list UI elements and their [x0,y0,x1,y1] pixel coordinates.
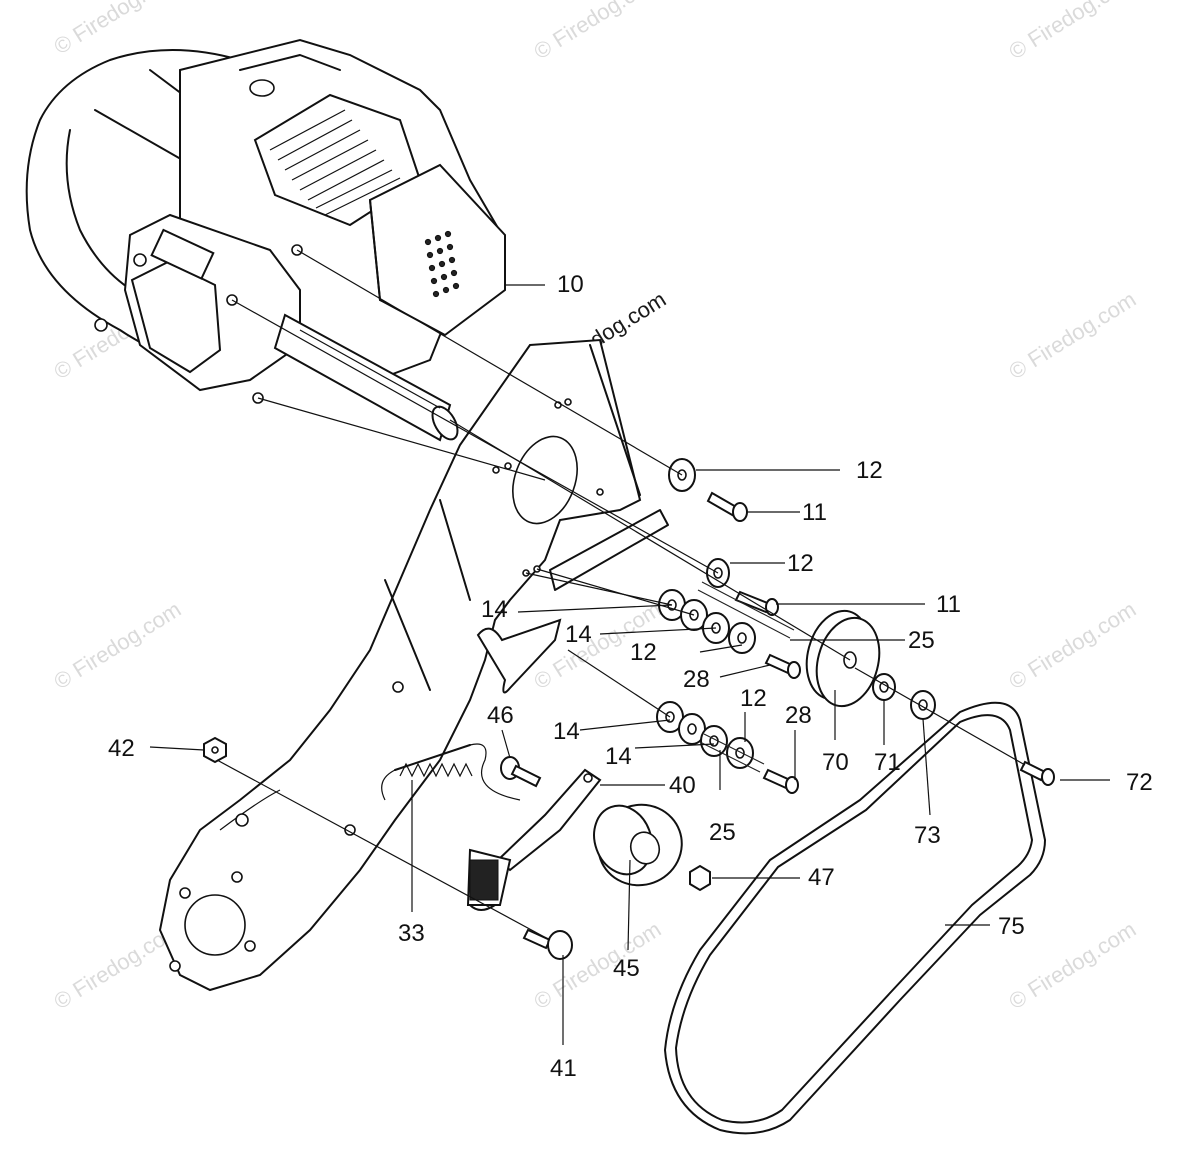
callout-28: 28 [683,666,710,693]
callout-14: 14 [553,718,580,745]
watermark: © Firedog.com [1004,916,1140,1014]
callout-71: 71 [874,749,901,776]
tension-spring [381,743,521,801]
watermark: © Firedog.com [1004,286,1140,384]
watermark: © Firedog.com [49,596,185,694]
idler-pulley [593,803,683,887]
watermark: © Firedog.com [529,916,665,1014]
callout-45: 45 [613,955,640,982]
callout-70: 70 [822,749,849,776]
callout-14: 14 [565,621,592,648]
callout-11: 11 [802,499,827,526]
callout-46: 46 [487,702,514,729]
hardware [203,458,1055,960]
callout-12: 12 [787,550,814,577]
idler-arm [466,768,602,911]
callout-25: 25 [908,627,935,654]
engine-pulley [805,609,881,708]
engine [25,38,506,442]
callout-12: 12 [740,685,767,712]
callout-14: 14 [481,596,508,623]
callout-72: 72 [1126,769,1153,796]
callout-73: 73 [914,822,941,849]
callout-41: 41 [550,1055,577,1082]
cylinder-fins [253,93,422,227]
crankshaft [273,313,459,442]
watermark: © Firedog.com [1004,0,1140,64]
callout-40: 40 [669,772,696,799]
watermark: © Firedog.com [529,0,665,64]
callout-47: 47 [808,864,835,891]
callouts: 10 12 11 12 11 14 14 25 12 28 46 12 28 1… [108,271,1153,1082]
callout-11: 11 [936,591,961,618]
air-filter [368,163,506,337]
callout-12: 12 [856,457,883,484]
leader-lines [149,249,1110,1045]
callout-33: 33 [398,920,425,947]
callout-28: 28 [785,702,812,729]
callout-12: 12 [630,639,657,666]
callout-14: 14 [605,743,632,770]
watermark: © Firedog.com [1004,596,1140,694]
callout-10: 10 [557,271,584,298]
callout-25: 25 [709,819,736,846]
callout-42: 42 [108,735,135,762]
drive-belt [664,701,1046,1135]
callout-75: 75 [998,913,1025,940]
